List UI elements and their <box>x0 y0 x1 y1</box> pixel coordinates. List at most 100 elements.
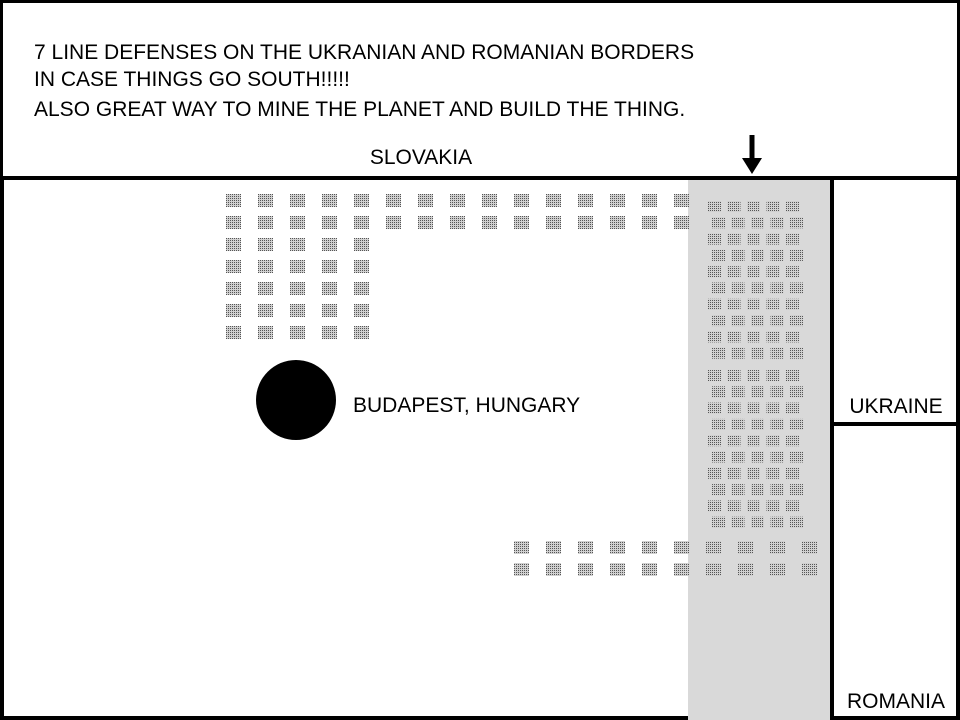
defense-block <box>386 216 401 229</box>
defense-block <box>642 194 657 207</box>
defense-block <box>610 194 625 207</box>
defense-block <box>226 216 241 229</box>
defense-block <box>786 331 799 343</box>
defense-block <box>674 563 689 576</box>
defense-block <box>786 370 799 381</box>
defense-block <box>731 347 745 359</box>
defense-block <box>258 260 273 273</box>
defense-block <box>770 217 784 229</box>
down-arrow-icon <box>742 135 762 174</box>
defense-block <box>770 347 784 359</box>
defense-block <box>708 402 721 414</box>
defense-block <box>386 194 401 207</box>
note-box <box>0 0 960 180</box>
defense-block <box>727 402 741 414</box>
defense-block <box>514 216 529 229</box>
defense-block <box>610 541 625 554</box>
defense-block <box>290 238 305 251</box>
region-label-romania: ROMANIA <box>847 690 945 713</box>
defense-block <box>546 194 561 207</box>
defense-block <box>727 331 741 343</box>
defense-block <box>747 266 760 278</box>
defense-block <box>546 541 561 554</box>
defense-block <box>770 563 785 576</box>
defense-block <box>751 315 764 327</box>
defense-block <box>226 260 241 273</box>
defense-block <box>712 484 725 496</box>
defense-block <box>708 500 721 512</box>
region-label-ukraine: UKRAINE <box>849 395 942 418</box>
defense-block <box>751 282 764 294</box>
defense-block <box>708 370 721 381</box>
defense-block <box>766 298 780 310</box>
defense-block <box>258 282 273 295</box>
defense-block <box>226 304 241 317</box>
budapest-city-marker <box>256 360 336 440</box>
defense-block <box>322 304 337 317</box>
defense-block <box>751 516 764 528</box>
defense-block <box>674 541 689 554</box>
defense-block <box>708 266 721 278</box>
defense-block <box>226 282 241 295</box>
defense-block <box>747 402 760 414</box>
defense-block <box>790 347 803 359</box>
defense-block <box>747 467 760 479</box>
defense-block <box>790 516 803 528</box>
defense-block <box>712 516 725 528</box>
defense-block <box>751 418 764 430</box>
note-line-3: ALSO GREAT WAY TO MINE THE PLANET AND BU… <box>34 98 685 121</box>
defense-block <box>751 484 764 496</box>
defense-block <box>790 386 803 398</box>
defense-block <box>258 238 273 251</box>
defense-block <box>354 260 369 273</box>
defense-block <box>766 233 780 245</box>
defense-block <box>610 216 625 229</box>
defense-block <box>770 541 785 554</box>
defense-block <box>766 467 780 479</box>
defense-block <box>418 216 433 229</box>
defense-block <box>642 216 657 229</box>
defense-block <box>290 194 305 207</box>
defense-block <box>708 331 721 343</box>
defense-block-group <box>226 194 817 576</box>
defense-block <box>786 435 799 447</box>
defense-block <box>450 194 465 207</box>
defense-block <box>786 467 799 479</box>
defense-block <box>514 194 529 207</box>
defense-block <box>226 194 241 207</box>
defense-block <box>712 347 725 359</box>
defense-block <box>290 282 305 295</box>
defense-block <box>770 451 784 463</box>
defense-block <box>482 194 497 207</box>
defense-block <box>712 386 725 398</box>
defense-block <box>790 315 803 327</box>
city-label-budapest: BUDAPEST, HUNGARY <box>353 394 580 417</box>
defense-block <box>770 249 784 261</box>
defense-block <box>727 435 741 447</box>
defense-block <box>712 451 725 463</box>
defense-block <box>322 260 337 273</box>
defense-block <box>727 266 741 278</box>
defense-block <box>708 233 721 245</box>
defense-block <box>674 194 689 207</box>
defense-block <box>727 233 741 245</box>
defense-block <box>354 282 369 295</box>
defense-block <box>802 563 817 576</box>
defense-block <box>708 298 721 310</box>
defense-block <box>354 304 369 317</box>
defense-block <box>258 304 273 317</box>
defense-block <box>786 500 799 512</box>
defense-block <box>751 386 764 398</box>
defense-block <box>706 541 721 554</box>
defense-block <box>418 194 433 207</box>
defense-block <box>546 563 561 576</box>
defense-block <box>450 216 465 229</box>
defense-block <box>712 282 725 294</box>
defense-block <box>712 418 725 430</box>
defense-block <box>766 370 780 381</box>
defense-block <box>786 402 799 414</box>
defense-block <box>751 217 764 229</box>
defense-block <box>786 233 799 245</box>
defense-block <box>514 541 529 554</box>
